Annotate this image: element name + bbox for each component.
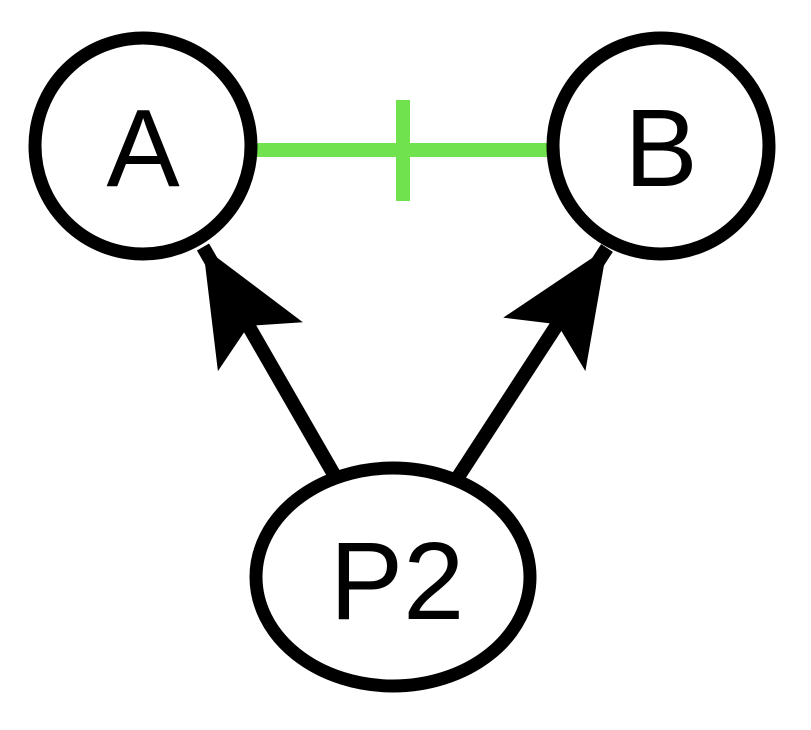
- node-a-circle: [28, 31, 258, 261]
- node-b-label: B: [624, 87, 697, 210]
- node-b-circle: [546, 31, 776, 261]
- node-a-label: A: [106, 87, 180, 210]
- node-p2-label: P2: [330, 520, 465, 643]
- node-p2-ellipse: [249, 461, 537, 693]
